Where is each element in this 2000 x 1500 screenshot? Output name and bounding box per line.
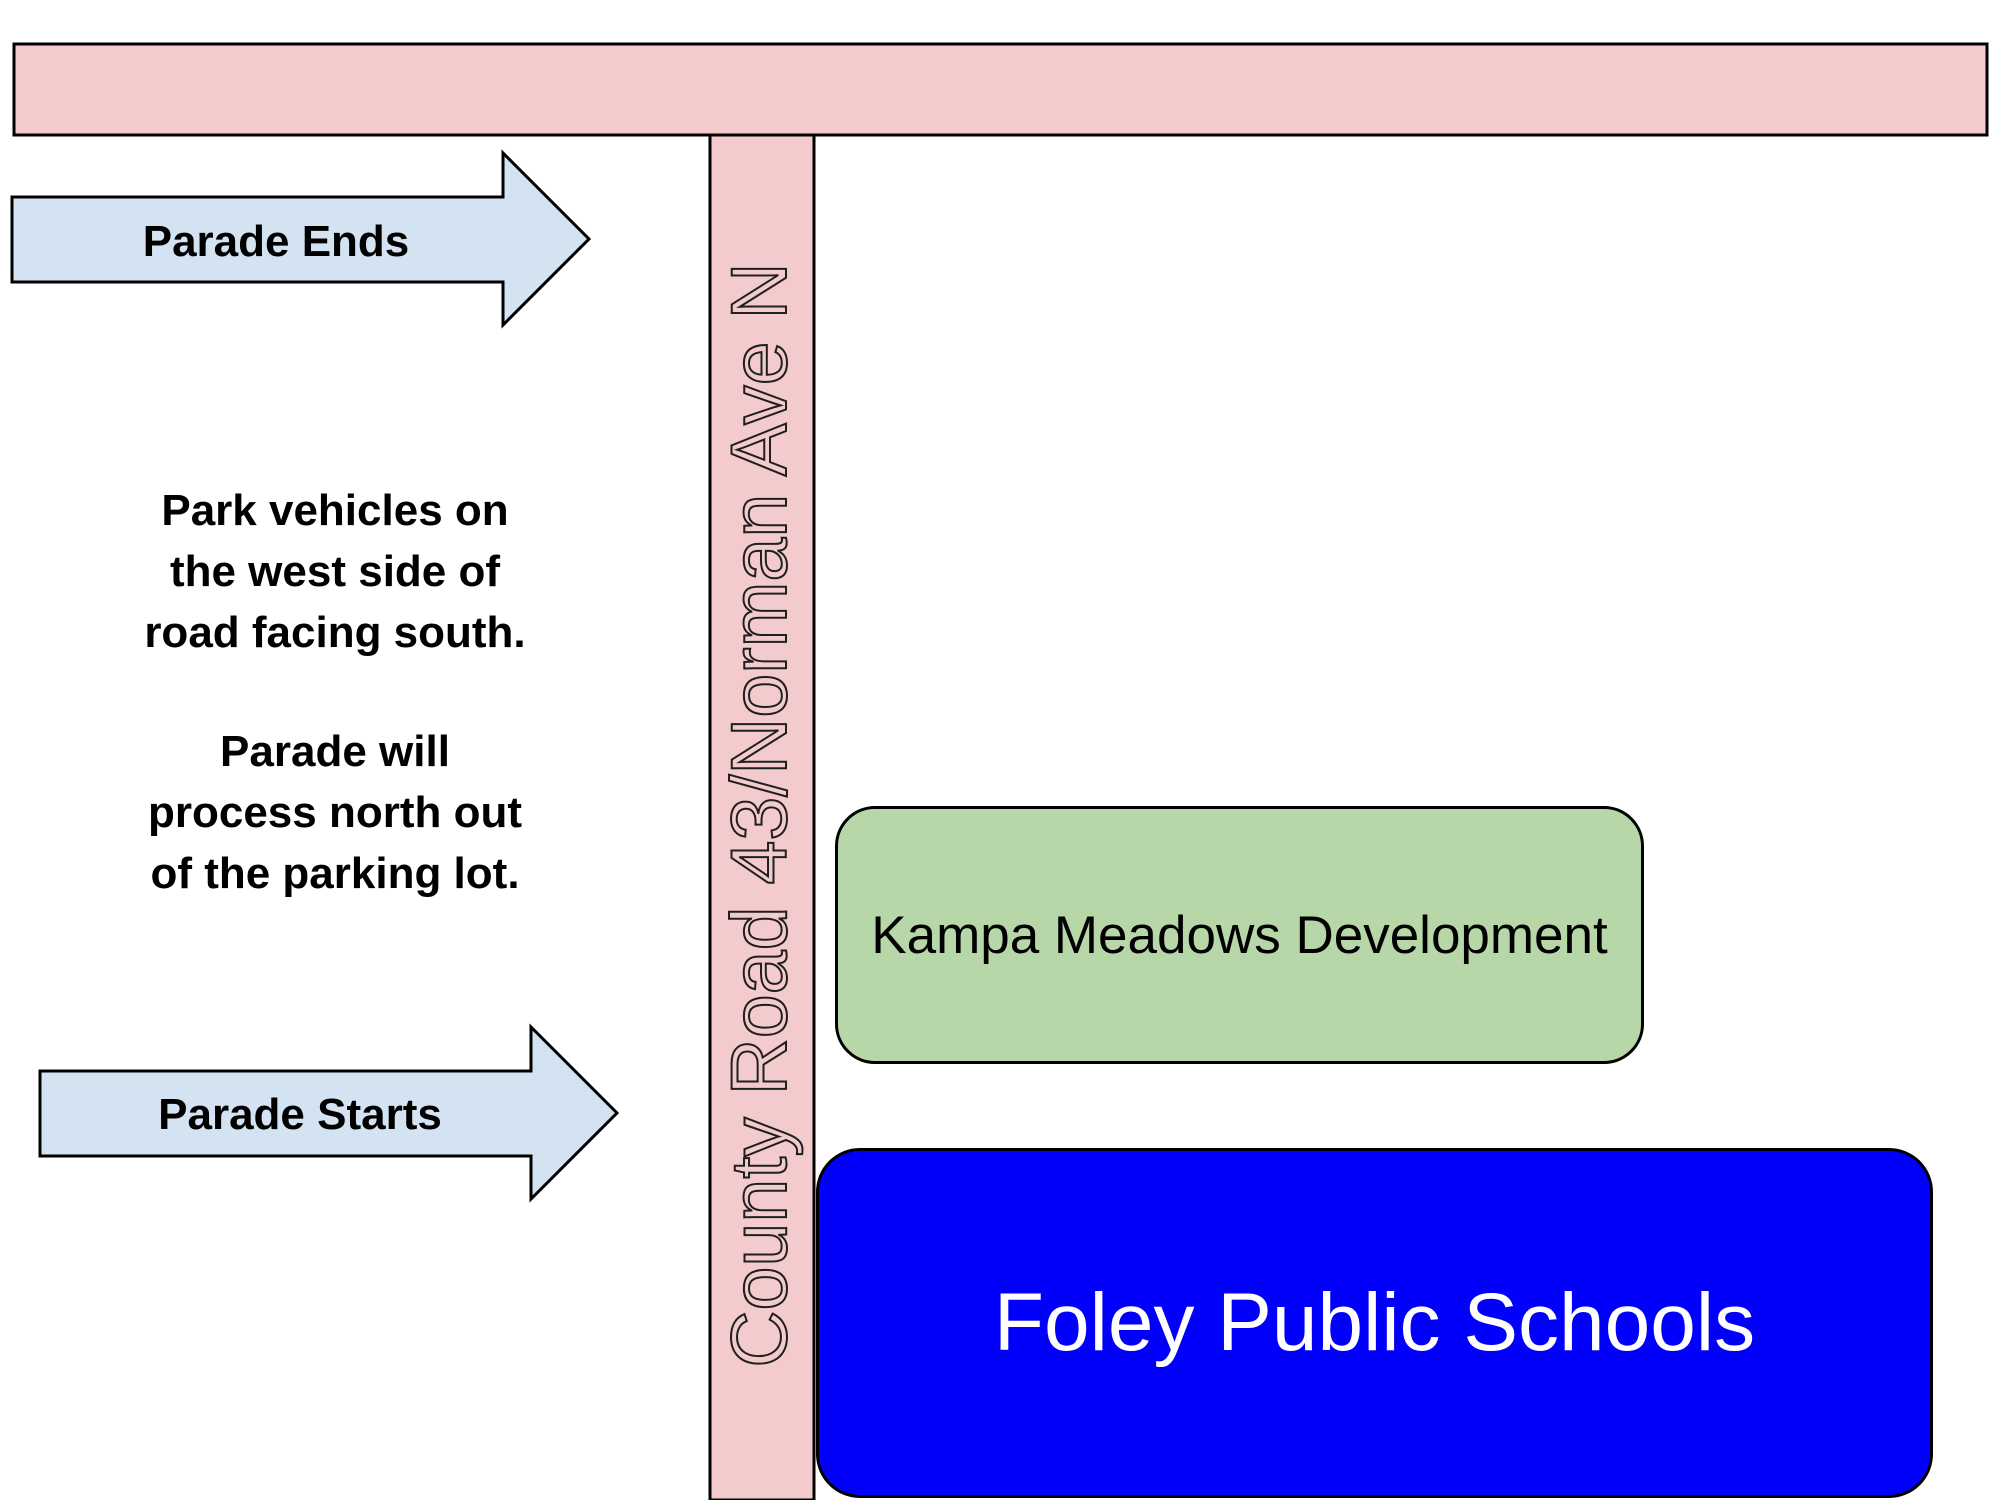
parade-ends-arrow: Parade Ends xyxy=(10,149,592,329)
procession-instructions-line-1: Parade will xyxy=(220,727,450,776)
parking-instructions-line-1: Park vehicles on xyxy=(161,486,509,535)
foley-public-schools-area: Foley Public Schools xyxy=(816,1148,1933,1498)
procession-instructions: Parade will process north out of the par… xyxy=(90,721,580,904)
county-road-43 xyxy=(708,133,816,1500)
parking-instructions-line-3: road facing south. xyxy=(144,608,526,657)
procession-instructions-line-2: process north out xyxy=(147,788,523,837)
parking-instructions: Park vehicles on the west side of road f… xyxy=(90,480,580,663)
top-road xyxy=(12,42,1989,137)
kampa-meadows-label: Kampa Meadows Development xyxy=(871,905,1608,965)
parade-starts-arrow: Parade Starts xyxy=(38,1023,620,1203)
kampa-meadows-area: Kampa Meadows Development xyxy=(835,806,1644,1064)
county-road-43-label: County Road 43/Norman Ave N xyxy=(714,262,803,1367)
parade-starts-arrow-shape xyxy=(38,1023,620,1203)
parade-ends-label: Parade Ends xyxy=(143,217,410,266)
parking-instructions-line-2: the west side of xyxy=(169,547,501,596)
parade-starts-label: Parade Starts xyxy=(158,1090,442,1139)
parade-ends-arrow-shape xyxy=(10,149,592,329)
procession-instructions-line-3: of the parking lot. xyxy=(150,849,520,898)
foley-public-schools-label: Foley Public Schools xyxy=(993,1277,1756,1368)
